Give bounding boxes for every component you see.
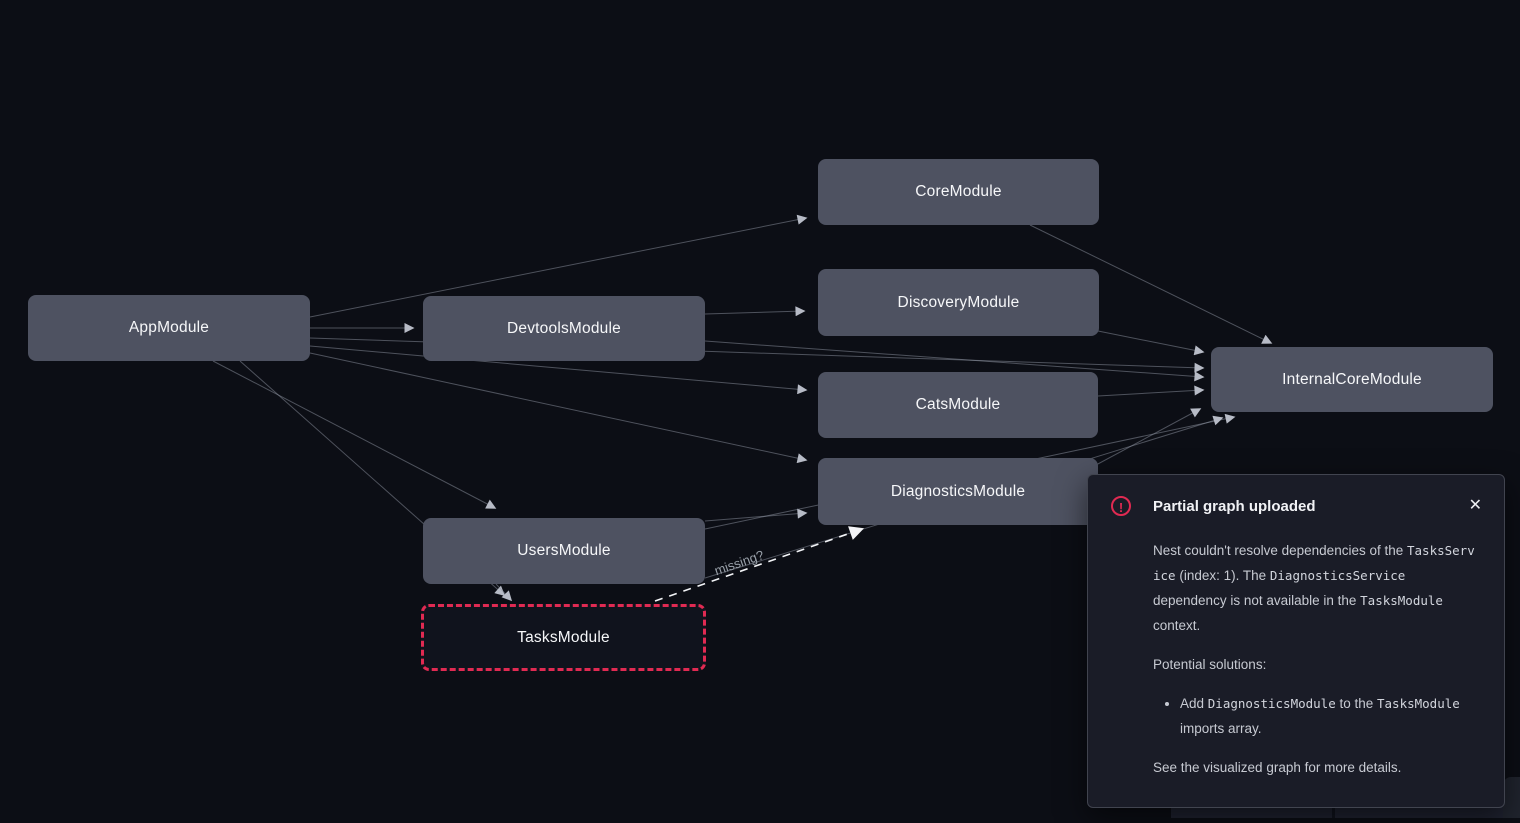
text-token: context. — [1153, 618, 1201, 633]
graph-node-coremodule[interactable]: CoreModule — [818, 159, 1099, 225]
alert-solutions-list: Add DiagnosticsModule to the TasksModule… — [1153, 691, 1480, 741]
error-circle-icon: ! — [1111, 496, 1131, 516]
code-token: TasksModule — [1360, 593, 1443, 608]
alert-solutions-label: Potential solutions: — [1153, 657, 1267, 672]
alert-message: Nest couldn't resolve dependencies of th… — [1153, 538, 1480, 638]
edge-appmodule-usersmodule — [212, 360, 497, 509]
alert-body: Nest couldn't resolve dependencies of th… — [1088, 516, 1504, 780]
alert-title: Partial graph uploaded — [1153, 497, 1316, 515]
graph-node-devtoolsmodule[interactable]: DevtoolsModule — [423, 296, 705, 361]
text-token: dependency is not available in the — [1153, 593, 1361, 608]
graph-node-usersmodule[interactable]: UsersModule — [423, 518, 705, 584]
code-token: TasksService — [1153, 543, 1475, 583]
edge-coremodule-internalcoremodule — [1029, 224, 1273, 344]
code-token: DiagnosticsService — [1269, 568, 1406, 583]
graph-node-discoverymodule[interactable]: DiscoveryModule — [818, 269, 1099, 336]
missing-edge-label: missing? — [712, 547, 765, 578]
background-panel-corner — [1503, 777, 1520, 818]
text-token: imports array. — [1180, 721, 1262, 736]
alert-header: ! Partial graph uploaded ✕ — [1088, 475, 1504, 516]
text-token: (index: 1). The — [1175, 568, 1270, 583]
edge-appmodule-coremodule — [309, 214, 808, 318]
graph-node-diagnosticsmodule[interactable]: DiagnosticsModule — [818, 458, 1098, 525]
edge-devtoolsmodule-discoverymodule — [704, 306, 806, 317]
edge-diagnosticsmodule-internalcoremodule — [1095, 408, 1202, 466]
edge-catsmodule-internalcoremodule — [1097, 385, 1205, 397]
edge-usersmodule-tasksmodule — [495, 583, 513, 602]
graph-node-catsmodule[interactable]: CatsModule — [818, 372, 1098, 438]
alert-footer: See the visualized graph for more detail… — [1153, 760, 1402, 775]
solution-item: Add DiagnosticsModule to the TasksModule… — [1180, 691, 1480, 741]
code-token: TasksModule — [1377, 696, 1460, 711]
graph-node-tasksmodule[interactable]: TasksModule — [421, 604, 706, 671]
alert-panel: ! Partial graph uploaded ✕ Nest couldn't… — [1087, 474, 1505, 808]
edge-appmodule-catsmodule — [309, 345, 808, 395]
text-token: Nest couldn't resolve dependencies of th… — [1153, 543, 1407, 558]
text-token: to the — [1335, 696, 1377, 711]
edge-devtoolsmodule-internalcoremodule — [704, 340, 1205, 382]
graph-node-internalcoremodule[interactable]: InternalCoreModule — [1211, 347, 1493, 412]
text-token: Add — [1180, 696, 1208, 711]
edge-discoverymodule-internalcoremodule — [1097, 330, 1205, 356]
code-token: DiagnosticsModule — [1207, 696, 1336, 711]
edge-appmodule-diagnosticsmodule — [309, 352, 808, 464]
edge-usersmodule-diagnosticsmodule — [704, 508, 808, 522]
graph-node-appmodule[interactable]: AppModule — [28, 295, 310, 361]
close-icon[interactable]: ✕ — [1465, 496, 1486, 516]
edge-tasksmodule-diagnosticsmodule — [654, 526, 865, 602]
